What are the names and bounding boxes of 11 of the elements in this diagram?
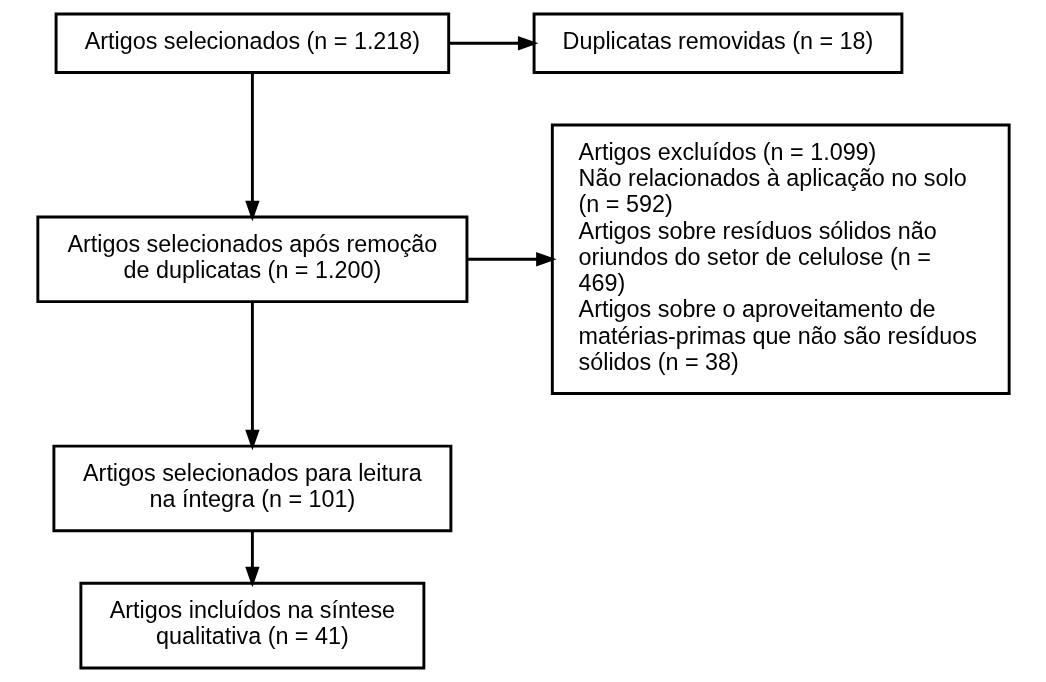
arrow	[466, 252, 557, 267]
arrow	[244, 72, 260, 222]
node-box: Artigos selecionados para leitura na íntegra (n = 101)	[51, 444, 452, 533]
arrow	[244, 530, 260, 588]
node-box: Artigos excluídos (n = 1.099) Não relacionados à aplicação no solo (n = 592) Artigos sobre resíduos sólidos não oriundos do setor de celulose (n = 469) Artigos sobre o aproveitamento de matérias-primas que não são resíduos sólidos (n = 38)	[550, 123, 1011, 395]
node-box: Artigos selecionados (n = 1.218)	[54, 12, 450, 74]
node-box: Artigos selecionados após remoção de duplicatas (n = 1.200)	[35, 215, 468, 304]
node-box: Artigos incluídos na síntese qualitativa (n = 41)	[78, 581, 425, 670]
arrow	[244, 301, 260, 451]
arrow	[448, 36, 538, 51]
node-box: Duplicatas removidas (n = 18)	[532, 12, 903, 74]
